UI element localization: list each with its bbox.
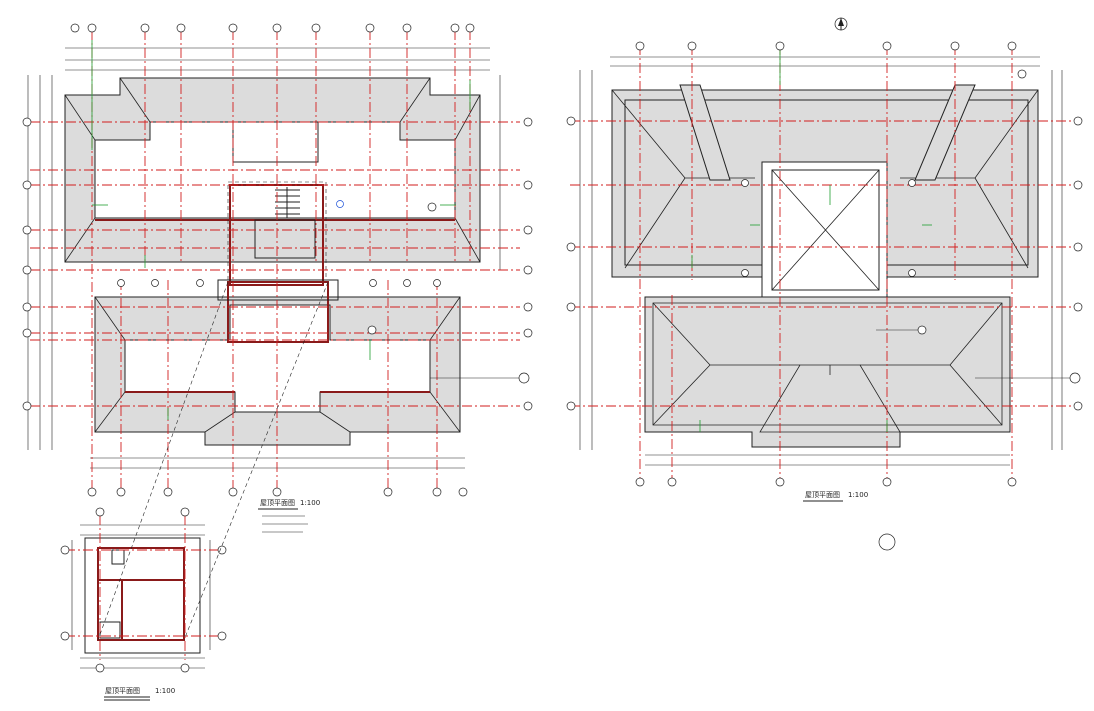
left-green-markers — [91, 40, 471, 420]
section-circle-icon — [878, 533, 896, 551]
right-plan-title-text: 屋顶平面图 — [805, 491, 840, 499]
left-interior-axis-bubbles — [117, 200, 441, 335]
left-axis-grid — [30, 30, 520, 492]
left-top-axis-bubbles — [70, 23, 475, 33]
detail-plan-title-text: 屋顶平面图 — [105, 687, 140, 695]
north-arrow-icon — [834, 17, 848, 31]
detail-outer-roof — [84, 537, 201, 654]
right-plan-scale-text: 1:100 — [848, 491, 868, 499]
left-side-dimensions — [27, 75, 53, 450]
detail-plan-scale-text: 1:100 — [155, 687, 175, 695]
right-green-markers — [691, 45, 932, 432]
detail-roof-plan: 屋顶平面图 1:100 — [60, 281, 329, 701]
right-lower-roof — [644, 296, 1011, 448]
left-bottom-axis-bubbles — [87, 487, 468, 497]
stair-core — [229, 184, 324, 286]
left-plan-title-text: 屋顶平面图 — [260, 499, 295, 507]
right-roof-plan: 屋顶平面图 1:100 — [566, 17, 1083, 551]
left-side-axis-bubbles — [22, 117, 533, 411]
left-top-dimensions — [65, 47, 490, 71]
left-plan-title: 屋顶平面图 1:100 — [258, 499, 320, 533]
stair-treads — [275, 187, 300, 218]
left-plan-scale-text: 1:100 — [300, 499, 320, 507]
left-bottom-dimensions — [90, 457, 465, 469]
left-roof-plan: 屋顶平面图 1:100 — [22, 23, 533, 533]
right-axis-bubbles — [566, 41, 1083, 487]
right-axis-grid — [570, 45, 1080, 480]
